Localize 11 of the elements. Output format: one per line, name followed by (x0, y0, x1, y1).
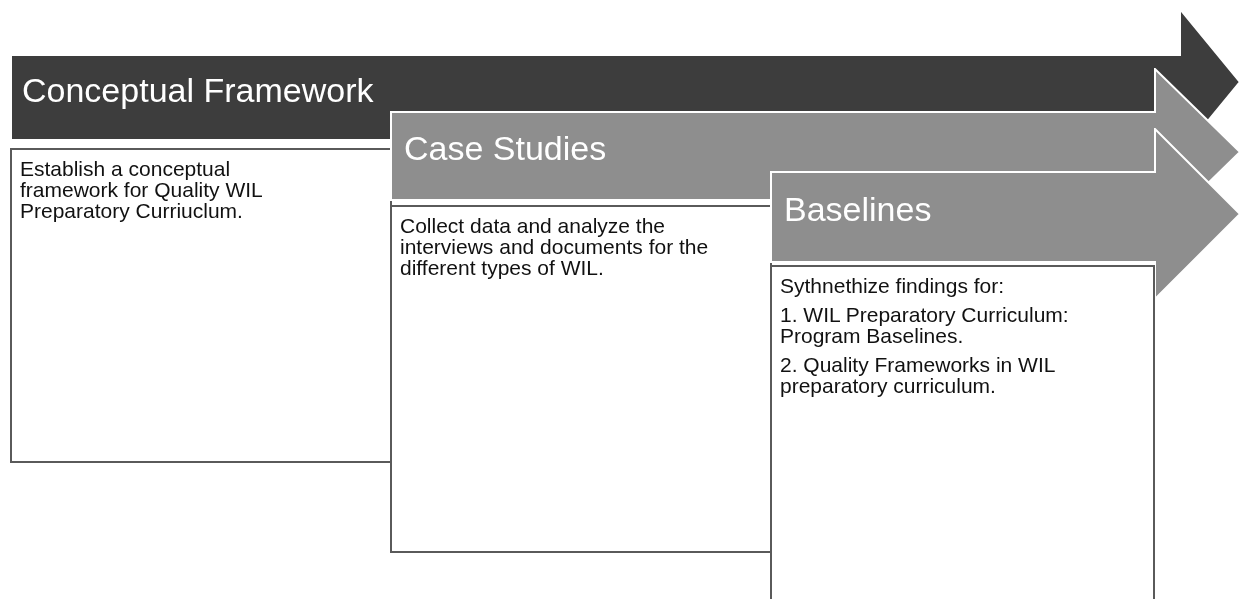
description-text: 2. Quality Frameworks in WIL preparatory curriculum. (780, 354, 1056, 396)
description-text: 1. WIL Preparatory Curriculum: Program Baselines. (780, 304, 1070, 346)
description-text: Sythnethize findings for: (780, 275, 1006, 296)
text-box (770, 265, 1155, 599)
stage-title: Conceptual Framework (22, 70, 374, 110)
stage-title: Case Studies (404, 128, 607, 168)
stage-title: Baselines (784, 189, 932, 229)
description-text: Establish a conceptual framework for Quality WIL Preparatory Curriuclum. (20, 158, 263, 221)
description-text: Collect data and analyze the interviews and documents for the different types of WIL. (400, 215, 710, 278)
text-box (390, 205, 772, 553)
text-box (10, 148, 392, 463)
